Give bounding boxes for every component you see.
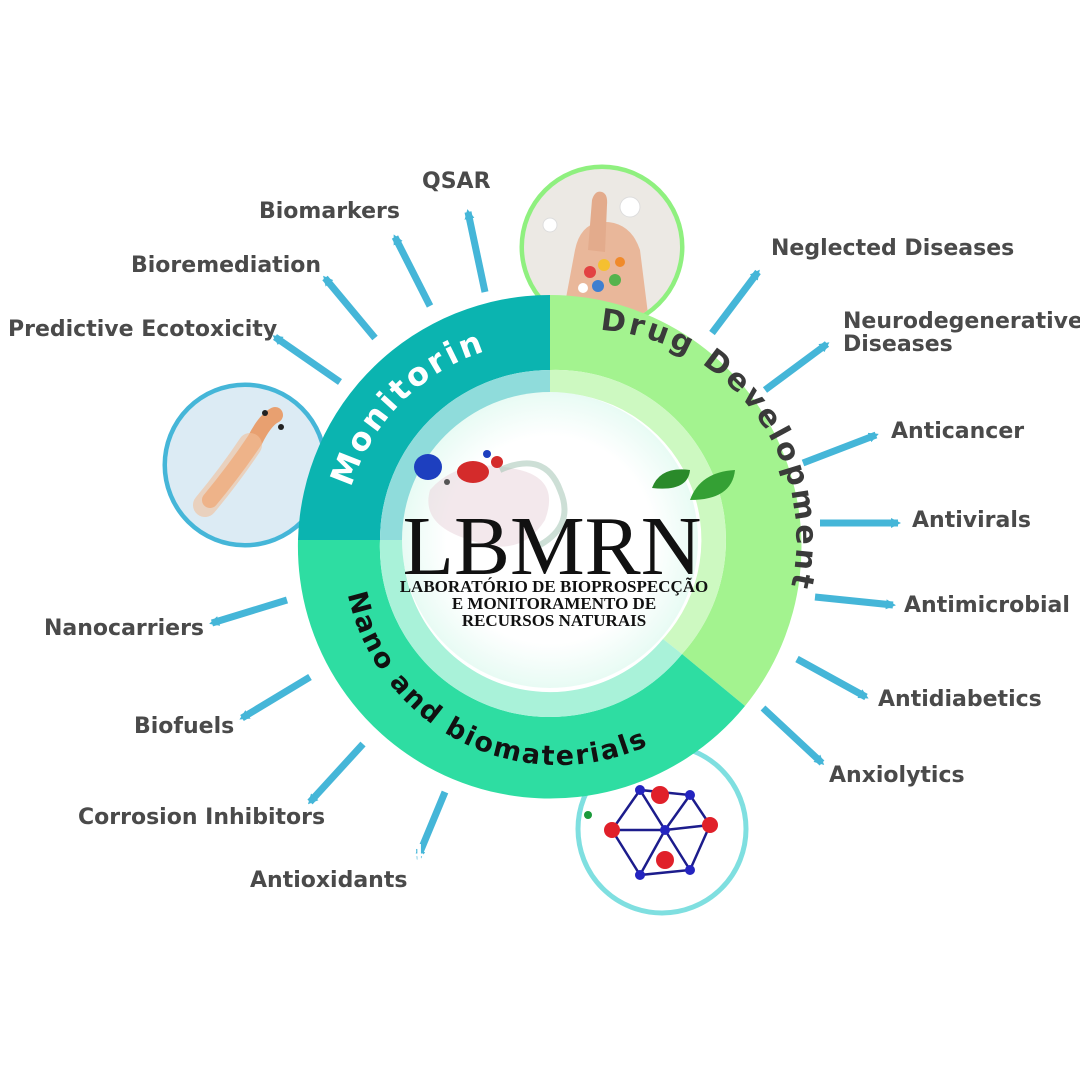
artemia-photo xyxy=(162,382,328,548)
label-corrosion-inhibitors: Corrosion Inhibitors xyxy=(78,805,326,830)
molecule-graphic xyxy=(414,450,568,548)
label-biofuels: Biofuels xyxy=(134,714,235,739)
arrow-anxiolytics xyxy=(760,705,825,766)
label-bioremediation: Bioremediation xyxy=(131,253,322,278)
arrow-antimicrobial xyxy=(814,593,896,610)
stray-digit: 4 xyxy=(410,840,424,864)
arrow-antidiabetics xyxy=(795,655,869,701)
lab-name-line-1: LABORATÓRIO DE BIOPROSPECÇÃO xyxy=(400,577,709,596)
label-antioxidants: Antioxidants xyxy=(250,868,408,893)
label-neurodegenerative: Neurodegenerative xyxy=(843,309,1080,334)
arrow-predictive-ecotoxicity xyxy=(272,334,342,385)
lab-name-line-3: RECURSOS NATURAIS xyxy=(462,611,646,630)
arrow-neurodegenerative xyxy=(762,341,830,393)
label-antimicrobial: Antimicrobial xyxy=(904,593,1070,618)
label-predictive-ecotoxicity: Predictive Ecotoxicity xyxy=(8,317,278,342)
label-qsar: QSAR xyxy=(422,169,491,194)
arrow-neglected-diseases xyxy=(709,269,761,336)
label-diseases: Diseases xyxy=(843,332,953,357)
arrow-bioremediation xyxy=(322,275,378,341)
arrow-biofuels xyxy=(239,674,312,721)
nano-biomaterials-sector xyxy=(297,540,745,799)
label-biomarkers: Biomarkers xyxy=(259,199,400,224)
leaf-icon xyxy=(652,469,735,500)
arrow-antioxidants xyxy=(414,790,449,860)
label-antivirals: Antivirals xyxy=(912,508,1031,533)
label-anxiolytics: Anxiolytics xyxy=(829,763,965,788)
lab-acronym: LBMRN xyxy=(403,500,702,593)
arrow-biomarkers xyxy=(391,234,434,308)
arrow-nanocarriers xyxy=(209,596,289,627)
arrow-corrosion-inhibitors xyxy=(307,741,366,805)
label-anticancer: Anticancer xyxy=(891,419,1025,444)
arrows xyxy=(209,209,901,860)
label-neglected-diseases: Neglected Diseases xyxy=(771,236,1015,261)
arrow-anticancer xyxy=(801,431,879,467)
monitoring-sector xyxy=(298,295,550,540)
label-nanocarriers: Nanocarriers xyxy=(44,616,205,641)
lab-name-line-2: E MONITORAMENTO DE xyxy=(452,594,656,613)
drug-development-sector xyxy=(550,295,802,706)
label-antidiabetics: Antidiabetics xyxy=(878,687,1042,712)
arrow-qsar xyxy=(464,209,489,293)
pills-hand-photo xyxy=(519,164,685,330)
